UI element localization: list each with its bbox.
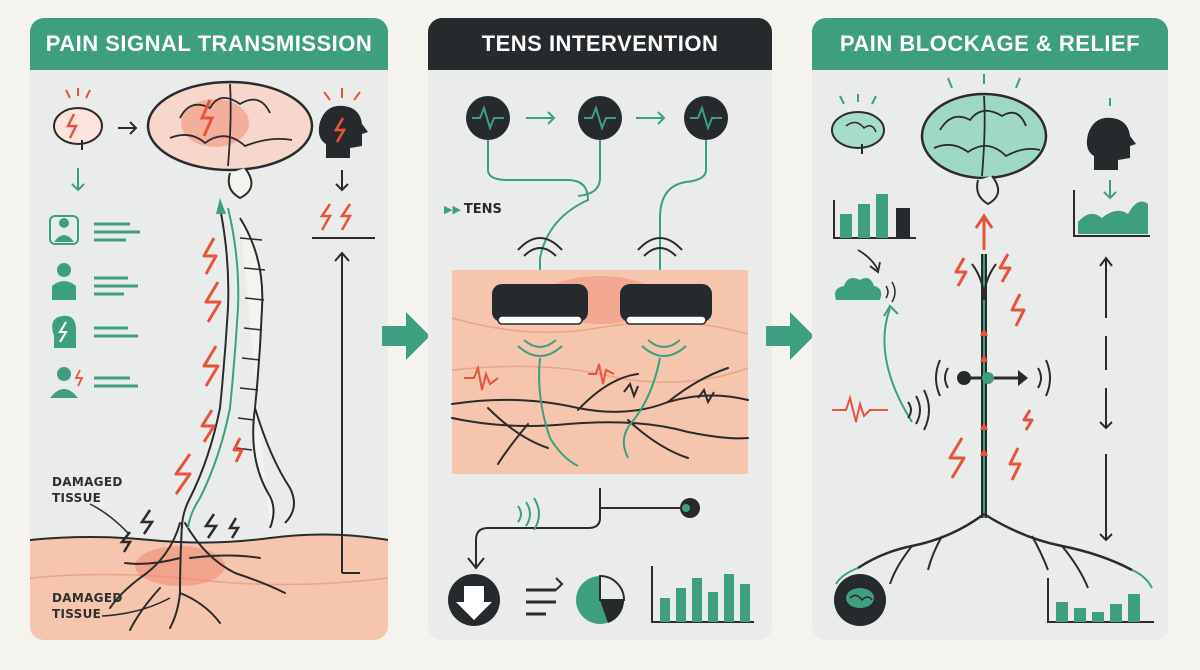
blocked-spikes [623,381,715,405]
pain-signal-illustration [30,80,388,640]
tens-illustration [448,96,754,626]
small-brain-icon [831,94,885,154]
nerve-markers [980,328,988,456]
curved-arrow [857,249,881,274]
head-profile-icon [1086,98,1136,170]
arrow-down-icon [335,170,349,192]
tens-device-tag: ▶▶TENS [444,202,502,217]
signal-waves [935,359,1051,397]
signal-waves-icon [517,497,540,531]
flow-arrow-icon [382,312,430,360]
arrow-down-icon [1099,454,1113,542]
ascending-signal-arrow [334,251,350,573]
lead-wire [659,140,707,290]
damaged-tissue-layer [30,533,388,640]
panel-tens-intervention: TENS INTERVENTION ▶▶TENS [428,18,772,640]
arrow-up-icon [1099,256,1113,318]
stimulation-path [538,357,579,467]
head-profile-icon [318,88,368,158]
label-pointer [89,503,129,534]
pain-spikes [464,363,615,391]
lead-wire [487,140,590,288]
area-chart-icon [1073,190,1150,237]
brain-icon [920,74,1048,206]
nerve-roots [109,522,286,631]
signal-waves-icon [885,281,896,303]
spinal-nerve [181,198,295,529]
flow-arrow-icon [766,312,814,360]
small-brain-icon [53,88,103,150]
down-arrow-icon [448,574,500,626]
stimulation-waves [517,339,687,357]
arrow-down-icon [71,168,85,192]
pie-chart-icon [576,574,626,624]
signal-waves [517,237,683,257]
lightning-head-icon [52,315,76,348]
bar-chart-icon [1047,578,1154,623]
output-line [475,488,601,566]
cloud-icon [835,278,882,300]
arrow-down-icon [1103,180,1117,200]
person-icon [49,215,79,245]
signal-icon: ▶▶ [444,203,461,216]
arrow-up-icon [974,213,994,250]
label-pointer [101,597,171,617]
bar-chart-icon [833,194,916,239]
arrow-right-icon [526,111,556,125]
waveform-icon [466,96,510,140]
arrow-down-icon [1099,388,1113,430]
pain-signal-bolts [948,253,1034,481]
panel-title-pain-signal: PAIN SIGNAL TRANSMISSION [30,18,388,70]
stimulation-path [622,357,661,459]
pain-spikes [832,394,888,423]
signal-waves [907,389,930,431]
curved-arrow [883,304,913,423]
brain-badge-icon [834,574,886,626]
lightning-icon [319,203,353,231]
panel-pain-blockage-relief: PAIN BLOCKAGE & RELIEF [812,18,1168,640]
central-nerve [835,254,1153,589]
bar-chart-icon [651,566,754,623]
lead-wire [577,140,601,197]
waveform-icon [684,96,728,140]
pain-signal-bolts [174,237,244,495]
list-lines-icon [526,577,564,616]
panel-title-relief: PAIN BLOCKAGE & RELIEF [812,18,1168,70]
person-icon [52,263,76,300]
symptom-list [49,215,140,398]
electrode-pad-icon [492,284,588,325]
person-icon [50,367,84,398]
damage-bolts [119,509,241,553]
waveform-icon [578,96,622,140]
electrode-pad-icon [620,284,712,325]
knob-icon [668,498,700,518]
panel-title-tens: TENS INTERVENTION [428,18,772,70]
arrow-right-icon [636,111,666,125]
relief-illustration [831,74,1154,626]
panel-pain-signal-transmission: PAIN SIGNAL TRANSMISSION [30,18,388,640]
gate-block-icon [957,370,1028,386]
brain-icon [146,80,314,200]
arrow-right-icon [118,121,138,135]
